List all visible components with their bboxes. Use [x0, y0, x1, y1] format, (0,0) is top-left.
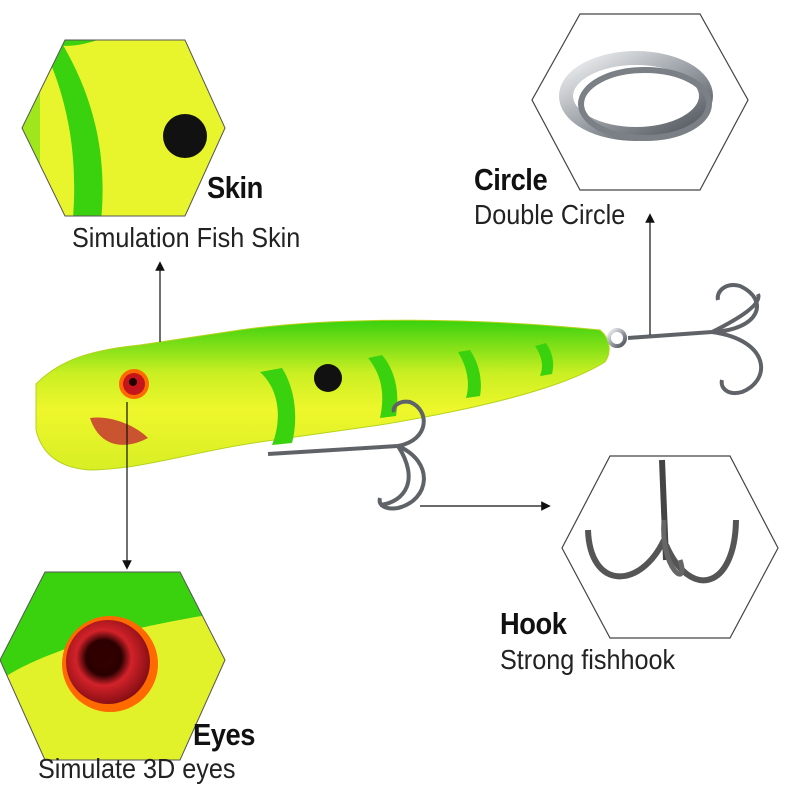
- split-ring-closeup: [531, 13, 749, 191]
- skin-subtitle: Simulation Fish Skin: [72, 222, 301, 253]
- circle-title: Circle: [474, 162, 548, 197]
- callout-arrows: [122, 213, 655, 570]
- treble-hook-belly: [267, 399, 426, 511]
- skin-title: Skin: [207, 170, 263, 205]
- fishing-lure: [35, 319, 627, 471]
- treble-hook-tail: [627, 283, 764, 395]
- hook-subtitle: Strong fishhook: [500, 644, 676, 675]
- eyes-subtitle: Simulate 3D eyes: [38, 753, 236, 784]
- hook-title: Hook: [500, 606, 567, 641]
- hook-closeup: [561, 455, 779, 639]
- eye-closeup: [0, 571, 226, 761]
- circle-subtitle: Double Circle: [474, 199, 626, 230]
- skin-closeup: [21, 39, 226, 217]
- eyes-title: Eyes: [193, 717, 255, 752]
